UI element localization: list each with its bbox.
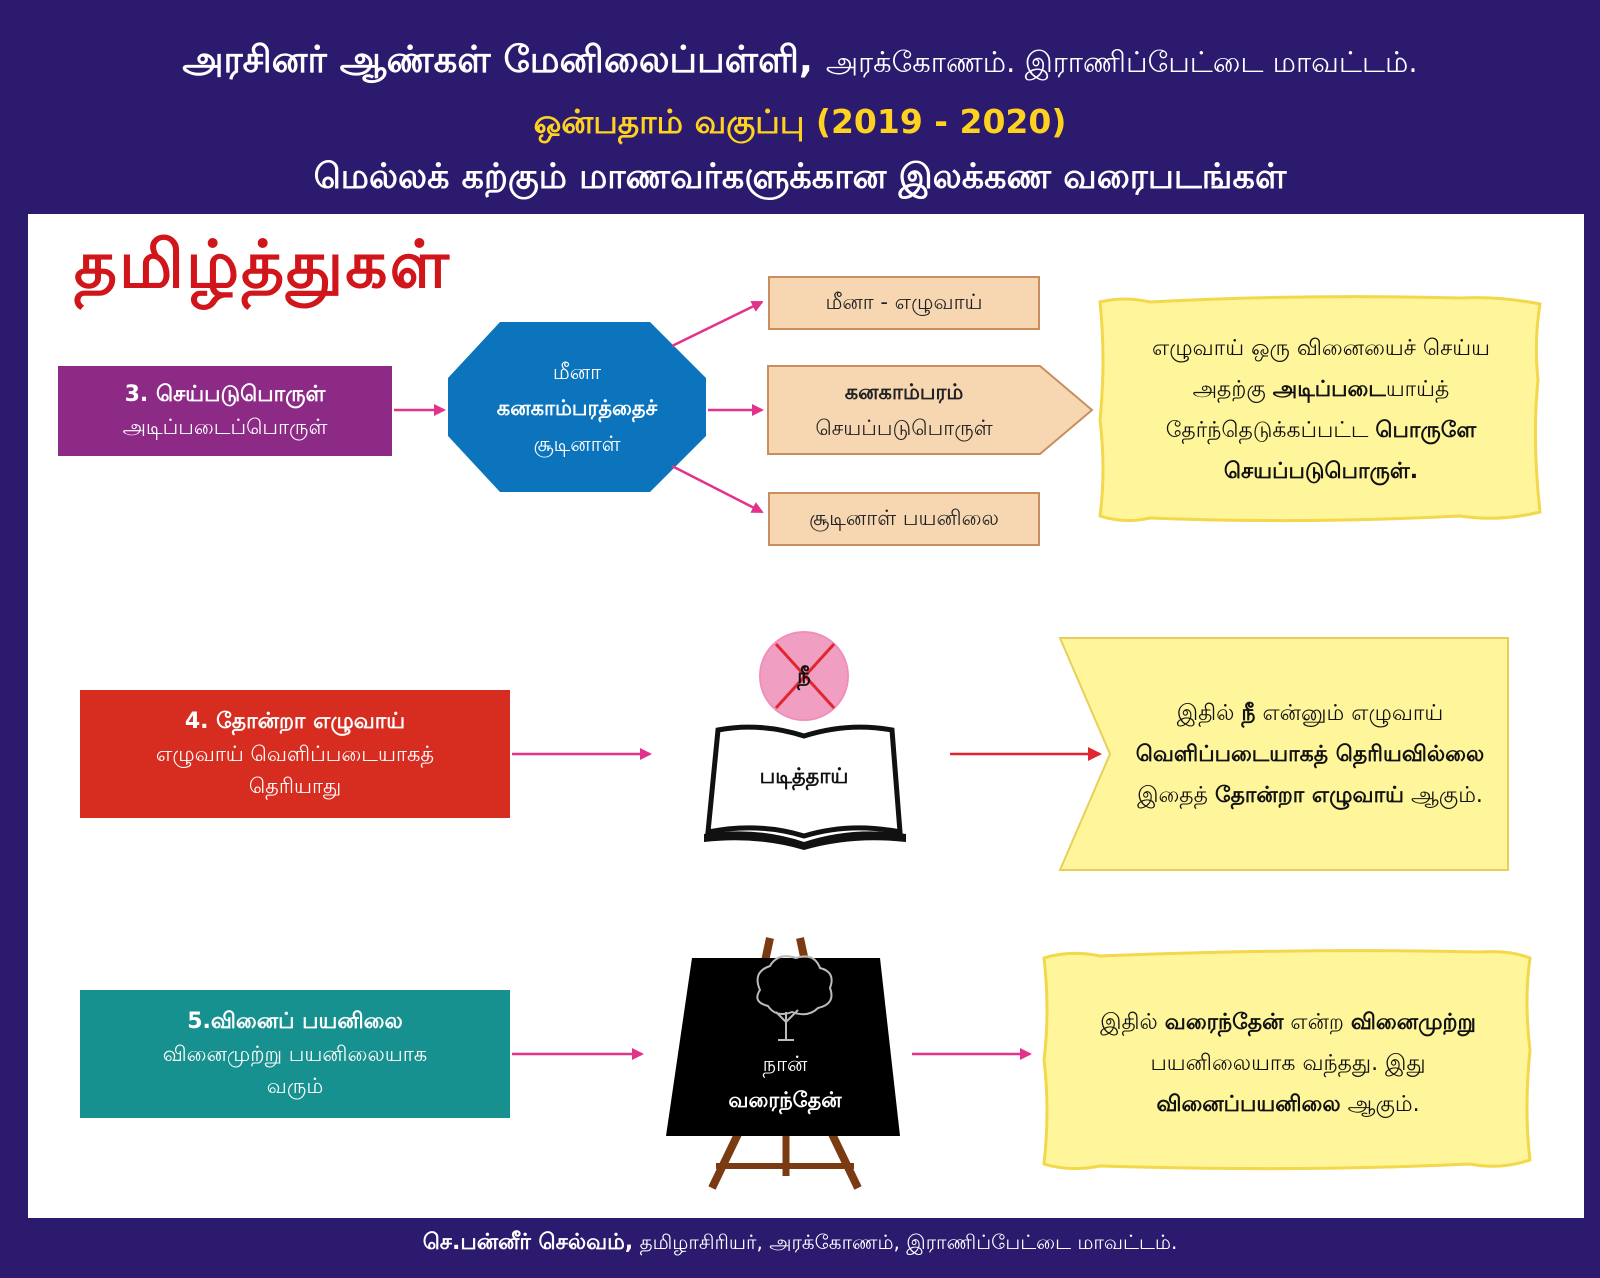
note5-text: இதில் வரைந்தேன் என்ற வினைமுற்று பயனிலையா…	[1100, 1009, 1476, 1117]
crossed-word: நீ	[797, 664, 811, 688]
section3-label-box	[58, 366, 392, 456]
note-box-5	[1042, 949, 1532, 1171]
section4-title: 4. தோன்றா எழுவாய்	[184, 709, 406, 734]
section3-title: 3. செய்படுபொருள்	[124, 382, 326, 407]
section4-sub2: தெரியாது	[248, 774, 342, 798]
header: அரசினர் ஆண்கள் மேனிலைப்பள்ளி, அரக்கோணம்.…	[0, 0, 1600, 212]
section5-title: 5.வினைப் பயனிலை	[187, 1009, 403, 1034]
tree-icon	[756, 955, 833, 1041]
predicate-box: சூடினாள் பயனிலை	[768, 492, 1040, 546]
cross-line-2	[774, 642, 836, 710]
open-book-icon	[704, 724, 906, 850]
object-role: செயப்படுபொருள்	[815, 416, 993, 440]
note-box-3	[1098, 295, 1542, 523]
subject-box: மீனா - எழுவாய்	[768, 276, 1040, 330]
school-location: அரக்கோணம். இராணிப்பேட்டை மாவட்டம்.	[825, 45, 1418, 79]
section4-label-box	[80, 690, 510, 818]
footer-author: செ.பன்னீர் செல்வம்,	[422, 1230, 634, 1255]
page-title: தமிழ்த்துகள்	[74, 226, 452, 303]
board-line1: நான்	[762, 1052, 808, 1076]
octagon-line3: சூடினாள்	[533, 432, 621, 456]
note4-text: இதில் நீ என்னும் எழுவாய் வெளிப்படையாகத் …	[1135, 700, 1485, 808]
object-box-text: கனகாம்பரம் செயப்படுபொருள்	[768, 374, 1040, 446]
class-year: ஒன்பதாம் வகுப்பு (2019 - 2020)	[533, 102, 1067, 141]
note3-text: எழுவாய் ஒரு வினையைச் செய்ய அதற்கு அடிப்ப…	[1152, 336, 1490, 484]
footer-details: தமிழாசிரியர், அரக்கோணம், இராணிப்பேட்டை ம…	[639, 1230, 1178, 1254]
section3-subtitle: அடிப்படைப்பொருள்	[122, 415, 328, 439]
section3-label: 3. செய்படுபொருள் அடிப்படைப்பொருள்	[58, 366, 392, 456]
book-word: படித்தாய்	[759, 764, 849, 788]
pentagon-arrow-box	[767, 365, 1094, 455]
easel-blackboard-icon	[666, 937, 900, 1190]
section4-sub1: எழுவாய் வெளிப்படையாகத்	[155, 742, 435, 766]
section4-label: 4. தோன்றா எழுவாய் எழுவாய் வெளிப்படையாகத்…	[80, 690, 510, 818]
footer: செ.பன்னீர் செல்வம், தமிழாசிரியர், அரக்கோ…	[0, 1230, 1600, 1258]
board-text: நான் வரைந்தேன்	[680, 1046, 890, 1118]
object-word: கனகாம்பரம்	[844, 380, 964, 404]
header-subtitle: மெல்லக் கற்கும் மாணவர்களுக்கான இலக்கண வர…	[313, 157, 1287, 197]
arrow-octagon-to-top	[671, 300, 764, 348]
octagon-text: மீனா கனகாம்பரத்தைச் சூடினாள்	[448, 354, 706, 462]
section5-label-box	[80, 990, 510, 1118]
center-octagon	[448, 322, 706, 492]
octagon-line2: கனகாம்பரத்தைச்	[496, 396, 658, 420]
arrow-octagon-to-bottom	[671, 464, 764, 514]
octagon-line1: மீனா	[552, 360, 602, 384]
section5-sub1: வினைமுற்று பயனிலையாக	[162, 1042, 428, 1066]
school-name: அரசினர் ஆண்கள் மேனிலைப்பள்ளி, அரக்கோணம்.…	[0, 38, 1600, 86]
school-name-main: அரசினர் ஆண்கள் மேனிலைப்பள்ளி,	[182, 38, 813, 81]
board-line2: வரைந்தேன்	[728, 1088, 842, 1112]
section5-label: 5.வினைப் பயனிலை வினைமுற்று பயனிலையாக வரு…	[80, 990, 510, 1118]
note-box-4	[1058, 637, 1509, 871]
section5-sub2: வரும்	[266, 1074, 324, 1098]
